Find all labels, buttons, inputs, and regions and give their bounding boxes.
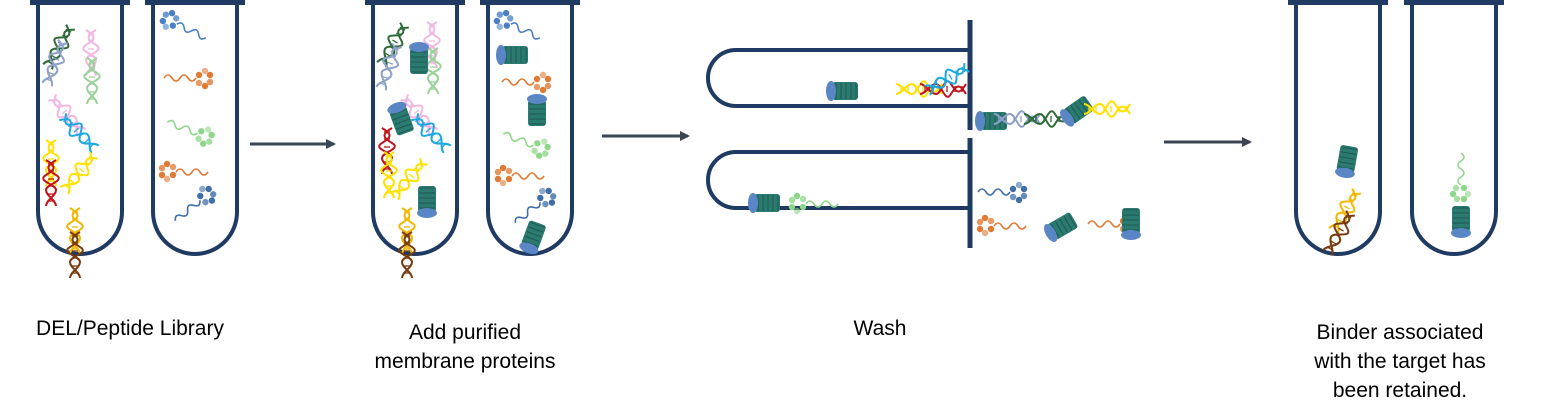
caption-line: membrane proteins bbox=[374, 350, 556, 373]
tube-del-with-proteins bbox=[365, 0, 465, 279]
library-tube-del bbox=[30, 0, 130, 279]
caption-line: with the target has bbox=[1314, 350, 1486, 373]
caption-line: been retained. bbox=[1332, 379, 1468, 402]
caption-line: Wash bbox=[853, 317, 907, 340]
caption-add-proteins: Add purified membrane proteins bbox=[340, 318, 590, 376]
wash-tube-peptide bbox=[706, 138, 1142, 248]
result-tube-del bbox=[1288, 0, 1388, 258]
caption-line: DEL/Peptide Library bbox=[36, 317, 224, 340]
wash-tube-del bbox=[706, 20, 1131, 132]
caption-line: Add purified bbox=[408, 321, 522, 344]
caption-library: DEL/Peptide Library bbox=[0, 314, 260, 343]
caption-binder-retained: Binder associated with the target has be… bbox=[1270, 318, 1530, 405]
caption-wash: Wash bbox=[780, 314, 980, 343]
result-tube-peptide bbox=[1404, 0, 1504, 256]
tube-peptide-with-proteins bbox=[480, 0, 580, 257]
caption-line: Binder associated bbox=[1316, 321, 1484, 344]
library-tube-peptide bbox=[145, 0, 245, 256]
